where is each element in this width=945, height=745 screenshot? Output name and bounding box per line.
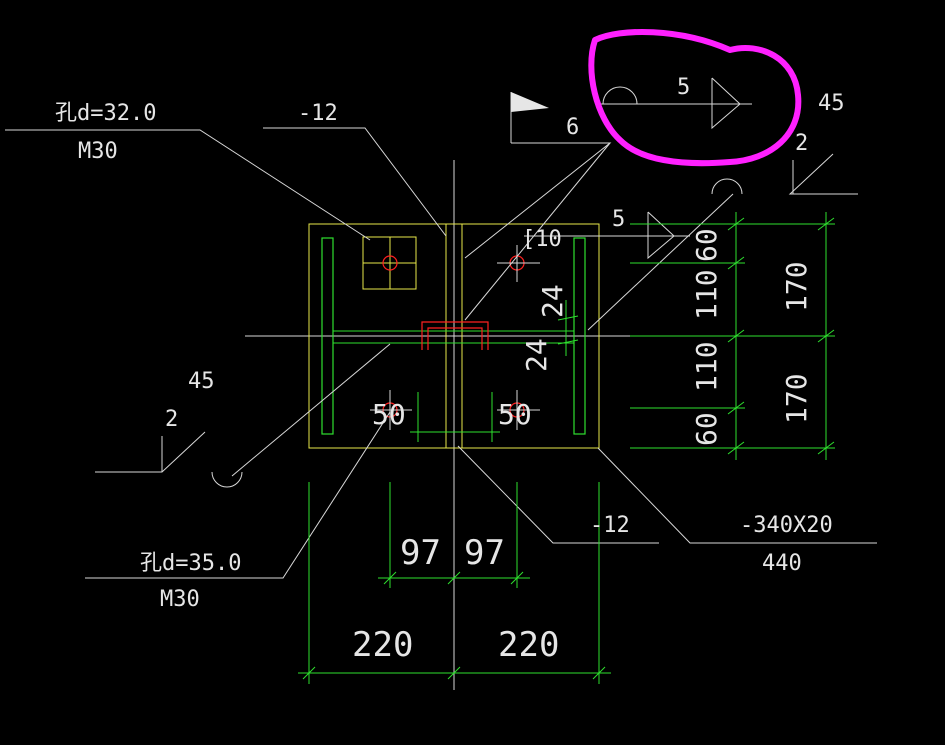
- label-plate-top: -12: [298, 101, 338, 126]
- base-plate-outline: [308, 223, 600, 449]
- label-bolt-bottom: M30: [160, 587, 200, 612]
- leader-base-plate: [597, 447, 877, 544]
- dim-label-24-bottom: 24: [520, 338, 553, 372]
- leader-right-diag: [587, 193, 734, 331]
- dim-right-tick-8: [817, 441, 835, 455]
- weld-half-circle-right: [711, 178, 743, 195]
- label-base-plate-len: 440: [762, 551, 802, 576]
- dim-label-170-top: 170: [780, 261, 813, 312]
- label-spacing-left: 50: [372, 398, 406, 431]
- leader-left-diag: [231, 343, 391, 477]
- channel-section-inner: [427, 327, 483, 350]
- dim-bottom-tick-6: [592, 666, 606, 680]
- dim-24-tick-b: [557, 339, 579, 345]
- leader-plate-bottom: [457, 445, 659, 544]
- dim-label-97-left: 97: [400, 533, 441, 573]
- label-base-plate: -340X20: [740, 513, 833, 538]
- label-weld-6: 6: [566, 115, 579, 140]
- dim-label-110-bottom: 110: [690, 341, 723, 392]
- weld-half-circle-left: [211, 471, 243, 488]
- dim-label-220-left: 220: [352, 625, 413, 665]
- dim-right-tick-3: [727, 329, 745, 343]
- weld-triangle-mid: [647, 211, 675, 260]
- dim-right-tick-6: [817, 217, 835, 231]
- dim-24-tick-a: [557, 315, 579, 321]
- label-hole-top: 孔d=32.0: [55, 101, 156, 126]
- highlight-scribble: [588, 28, 802, 167]
- dim-right-tick-1: [727, 217, 745, 231]
- dim-bottom-tick-4: [302, 666, 316, 680]
- dim-bottom-tick-3: [510, 571, 524, 585]
- weld-triangle-top: [711, 77, 741, 130]
- label-spacing-right: 50: [498, 398, 532, 431]
- leader-hole-top: [5, 129, 371, 241]
- label-weld-2-right: 2: [795, 131, 808, 156]
- leader-weld-6-diag: [464, 142, 611, 321]
- leader-weld-45-right: [788, 153, 858, 195]
- dim-label-24-top: 24: [536, 284, 569, 318]
- dim-right-tick-2: [727, 256, 745, 270]
- label-plate-bottom: -12: [590, 513, 630, 538]
- dim-bottom-tick-1: [383, 571, 397, 585]
- label-weld-5-mid: 5: [612, 207, 625, 232]
- flag-icon: [511, 92, 549, 112]
- dim-label-220-right: 220: [498, 625, 559, 665]
- leader-weld-45-left: [95, 431, 206, 473]
- label-weld-45-right: 45: [818, 91, 845, 116]
- channel-section: [421, 321, 489, 350]
- label-weld-2-left: 2: [165, 407, 178, 432]
- label-weld-45-left: 45: [188, 369, 215, 394]
- weld-half-circle-top: [602, 86, 638, 105]
- label-hole-bottom: 孔d=35.0: [140, 551, 241, 576]
- flange-left: [321, 237, 334, 435]
- dim-label-170-bottom: 170: [780, 373, 813, 424]
- label-bolt-top: M30: [78, 139, 118, 164]
- leader-hole-bottom: [85, 411, 391, 579]
- dim-right-tick-4: [727, 401, 745, 415]
- leader-plate-top: [263, 127, 447, 237]
- dim-label-97-right: 97: [464, 533, 505, 573]
- dim-bottom-tick-5: [447, 666, 461, 680]
- label-channel: [10: [522, 227, 562, 252]
- dim-bottom-tick-2: [447, 571, 461, 585]
- dim-right-tick-5: [727, 441, 745, 455]
- hole-top-left: [382, 255, 398, 271]
- dim-label-110-top: 110: [690, 269, 723, 320]
- dim-label-60-bottom: 60: [690, 412, 723, 446]
- label-weld-5-top: 5: [677, 75, 690, 100]
- dim-right-tick-7: [817, 329, 835, 343]
- dim-label-60-top: 60: [690, 228, 723, 262]
